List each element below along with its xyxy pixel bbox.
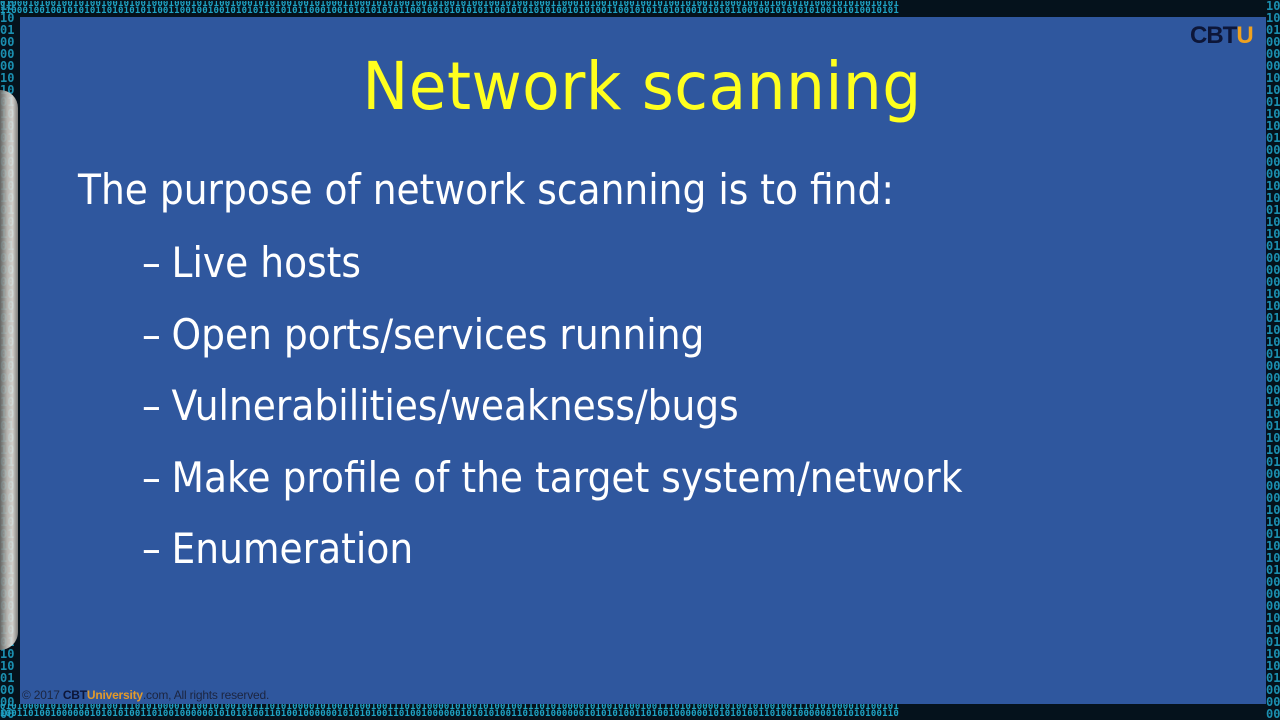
bullet-item: –Open ports/services running (142, 308, 962, 380)
copyright-prefix: © 2017 (22, 688, 63, 702)
copyright-suffix: .com, All rights reserved. (142, 688, 270, 702)
bullet-text: Enumeration (171, 524, 414, 573)
bullet-text: Live hosts (171, 238, 361, 287)
binary-frame-top: 0100010100100101001001010010001000101010… (0, 1, 1280, 17)
dash-marker: – (142, 524, 161, 573)
bullet-list: –Live hosts –Open ports/services running… (142, 236, 1059, 594)
bullet-item: –Vulnerabilities/weakness/bugs (142, 379, 962, 451)
bullet-item: –Live hosts (142, 236, 962, 308)
binary-row: 1100010010010101011010101011001100100100… (0, 6, 899, 16)
binary-frame-bottom: 0101000010100101001001110101000010100101… (0, 704, 1280, 720)
binary-frame-right: 10 10 01 00 00 00 10 10 01 10 10 01 00 0… (1266, 0, 1280, 720)
dash-marker: – (142, 452, 161, 502)
face-image-strip (0, 90, 18, 650)
brand-university: University (86, 688, 143, 702)
dash-marker: – (142, 309, 161, 359)
dash-marker: – (142, 381, 161, 430)
slide-title: Network scanning (362, 48, 922, 125)
slide-panel (20, 17, 1266, 704)
binary-row: 0101000010100101001001110101000010100101… (0, 704, 899, 712)
intro-text: The purpose of network scanning is to fi… (78, 165, 895, 214)
brand-cbt: CBT (62, 688, 87, 702)
logo-suffix: U (1236, 22, 1253, 49)
bullet-text: Vulnerabilities/weakness/bugs (171, 381, 739, 430)
copyright-footer: © 2017 CBTUniversity.com, All rights res… (22, 688, 269, 702)
bullet-text: Open ports/services running (171, 309, 705, 359)
cbtu-logo: CBTU (1190, 22, 1254, 50)
binary-row: 0100010100100101001001010010001000101010… (0, 1, 899, 9)
logo-prefix: CBT (1190, 22, 1237, 49)
bullet-text: Make profile of the target system/networ… (171, 452, 963, 502)
bullet-item: –Make profile of the target system/netwo… (142, 451, 962, 523)
bullet-item: –Enumeration (142, 522, 962, 594)
dash-marker: – (142, 238, 161, 287)
binary-row: 1001101001000000101010100110100100000010… (0, 709, 899, 719)
